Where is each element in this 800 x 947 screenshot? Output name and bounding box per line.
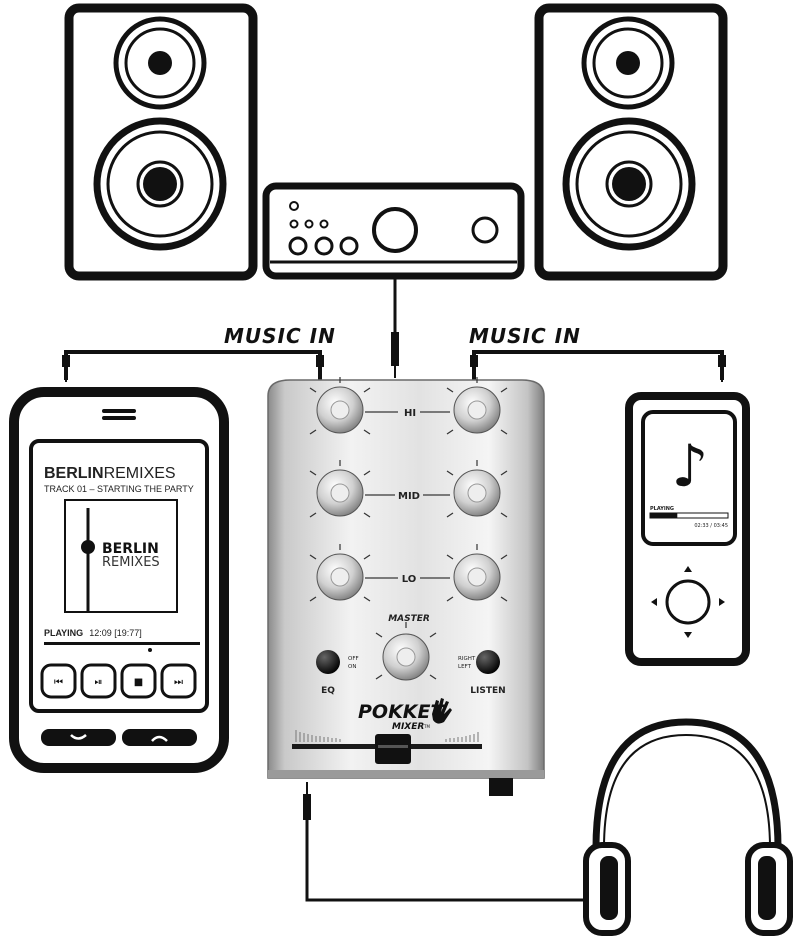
phone-status: PLAYING xyxy=(44,628,83,638)
svg-text:BERLINREMIXES: BERLINREMIXES xyxy=(44,465,176,482)
eq-on-label: ON xyxy=(348,664,356,670)
cables xyxy=(62,276,726,902)
pokket-mixer-logo: POKKET MIXER TM xyxy=(358,698,452,732)
master-label: MASTER xyxy=(388,614,430,624)
up-arrow-icon[interactable] xyxy=(684,566,692,572)
knob-scale-marks xyxy=(309,377,508,680)
pokket-mixer: HI MID LO xyxy=(267,377,545,796)
knob-label-hi: HI xyxy=(404,408,416,419)
right-speaker xyxy=(534,3,728,281)
volume-knob-icon xyxy=(372,207,418,253)
phone-next-button[interactable]: ⏭ xyxy=(160,663,197,699)
phone-title-bold: BERLIN xyxy=(44,465,104,482)
album-title-line1: BERLIN xyxy=(102,541,159,557)
phone-progress-marker xyxy=(148,648,152,652)
down-arrow-icon[interactable] xyxy=(684,632,692,638)
answer-call-icon xyxy=(70,734,87,740)
headphone-jack xyxy=(489,778,513,796)
music-in-right-label: MUSIC IN xyxy=(469,324,581,348)
eq-label: EQ xyxy=(321,686,335,696)
phone-track-label: TRACK 01 – STARTING THE PARTY xyxy=(44,484,194,494)
phone-hangup-button[interactable] xyxy=(122,729,197,746)
crossfader-knob[interactable] xyxy=(375,734,411,764)
mp3-time: 02:33 / 03:45 xyxy=(694,523,728,529)
phone-time: 12:09 [19:77] xyxy=(89,628,142,638)
smartphone: BERLINREMIXES TRACK 01 – STARTING THE PA… xyxy=(9,387,229,773)
prev-icon: ⏮ xyxy=(54,677,63,688)
album-cover: BERLIN REMIXES xyxy=(64,499,178,613)
svg-text:POKKET: POKKET xyxy=(358,701,446,723)
mp3-player: ♪ PLAYING 02:33 / 03:45 xyxy=(625,392,750,666)
knob-master[interactable] xyxy=(382,633,430,681)
amplifier xyxy=(262,182,525,280)
knob-mid-left[interactable] xyxy=(316,469,364,517)
hand-logo-icon xyxy=(432,698,452,724)
phone-title-rest: REMIXES xyxy=(104,465,176,482)
phone-answer-button[interactable] xyxy=(41,729,116,746)
phone-playpause-button[interactable]: ⏯ xyxy=(80,663,117,699)
right-arrow-icon[interactable] xyxy=(719,598,725,606)
power-led-icon xyxy=(289,201,299,211)
svg-text:TM: TM xyxy=(423,724,430,729)
left-arrow-icon[interactable] xyxy=(651,598,657,606)
listen-right-label: RIGHT xyxy=(458,656,476,662)
knob-lo-left[interactable] xyxy=(316,553,364,601)
knob-hi-right[interactable] xyxy=(453,386,501,434)
knob-mid-right[interactable] xyxy=(453,469,501,517)
knob-label-mid: MID xyxy=(398,491,420,502)
music-in-left-label: MUSIC IN xyxy=(224,324,336,348)
mp3-progress-fill xyxy=(650,513,678,518)
eq-off-label: OFF xyxy=(348,656,359,662)
crossfader xyxy=(292,730,482,764)
mp3-screen xyxy=(641,410,737,546)
phone-stop-button[interactable]: ■ xyxy=(120,663,157,699)
hangup-call-icon xyxy=(151,735,168,742)
left-speaker xyxy=(64,3,258,281)
knob-label-lo: LO xyxy=(402,574,417,585)
album-title-line2: REMIXES xyxy=(102,555,160,570)
headphones xyxy=(583,718,793,936)
next-icon: ⏭ xyxy=(174,677,183,688)
listen-button[interactable] xyxy=(476,650,500,674)
listen-left-label: LEFT xyxy=(458,664,472,670)
phone-progress-track xyxy=(44,642,200,645)
mp3-status: PLAYING xyxy=(650,506,674,512)
play-pause-icon: ⏯ xyxy=(95,677,103,688)
svg-text:MIXER: MIXER xyxy=(392,722,424,732)
listen-label: LISTEN xyxy=(470,686,505,696)
mp3-select-button[interactable] xyxy=(665,579,711,625)
stop-icon: ■ xyxy=(134,677,143,688)
knob-lo-right[interactable] xyxy=(453,553,501,601)
knob-hi-left[interactable] xyxy=(316,386,364,434)
music-note-icon: ♪ xyxy=(671,432,708,500)
eq-button[interactable] xyxy=(316,650,340,674)
phone-prev-button[interactable]: ⏮ xyxy=(40,663,77,699)
